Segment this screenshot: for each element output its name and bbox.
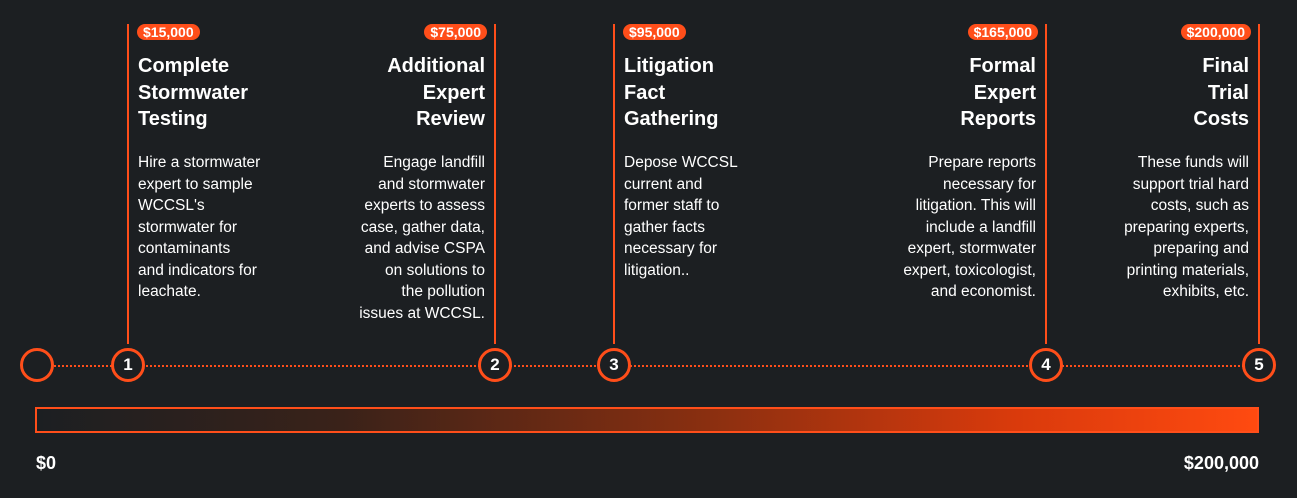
milestone-2-line (494, 24, 496, 344)
milestone-2-node: 2 (478, 348, 512, 382)
milestone-3-line (613, 24, 615, 344)
milestone-2-title: Additional Expert Review (387, 55, 485, 130)
milestone-4-description: Prepare reports necessary for litigation… (903, 154, 1036, 300)
funding-gradient-bar (35, 407, 1259, 433)
milestone-1-line (127, 24, 129, 344)
milestone-5-amount-badge: $200,000 (1180, 24, 1251, 40)
milestone-2-description: Engage landfill and stormwater experts t… (359, 154, 485, 322)
scale-min-label: $0 (36, 453, 57, 473)
milestone-5-line (1258, 24, 1260, 344)
milestone-5-description: These funds will support trial hard cost… (1124, 154, 1249, 300)
milestone-1-description: Hire a stormwater expert to sample WCCSL… (138, 154, 261, 300)
milestone-2-amount-badge: $75,000 (424, 24, 487, 40)
timeline-start-node (20, 348, 54, 382)
milestone-4-title: Formal Expert Reports (960, 55, 1036, 130)
milestone-3-node: 3 (597, 348, 631, 382)
milestone-1-node: 1 (111, 348, 145, 382)
milestone-4-node: 4 (1029, 348, 1063, 382)
milestone-1-amount-badge: $15,000 (137, 24, 200, 40)
milestone-5-node: 5 (1242, 348, 1276, 382)
milestone-3-title: Litigation Fact Gathering (624, 55, 719, 130)
milestone-3-description: Depose WCCSL current and former staff to… (624, 154, 738, 279)
timeline-dotted-line (38, 365, 1260, 367)
milestone-5-title: Final Trial Costs (1193, 55, 1249, 130)
scale-max-label: $200,000 (1183, 453, 1259, 473)
milestone-1-title: Complete Stormwater Testing (138, 55, 249, 130)
milestone-3-amount-badge: $95,000 (623, 24, 686, 40)
milestone-4-amount-badge: $165,000 (967, 24, 1038, 40)
milestone-4-line (1045, 24, 1047, 344)
